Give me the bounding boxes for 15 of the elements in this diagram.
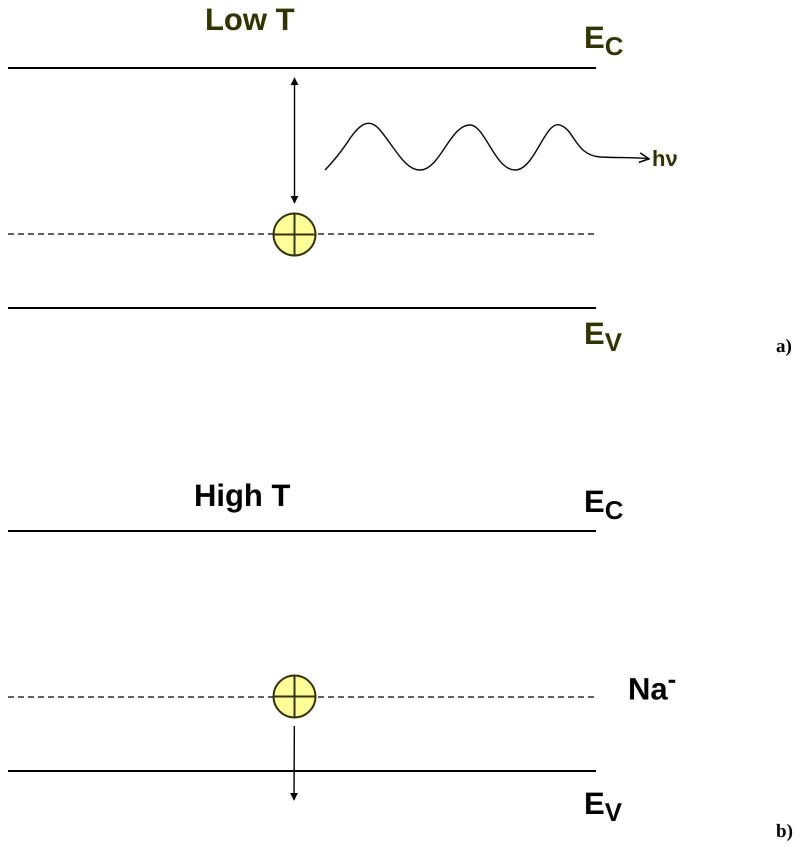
photon-wave-arrow: [324, 122, 650, 171]
band-edge-label: E$_{V}$: [584, 786, 622, 830]
hole-symbol: [272, 674, 317, 719]
arrow: [290, 726, 298, 801]
level-label: Na$^{-}$: [628, 665, 676, 708]
band-edge-label: E$_{V}$: [584, 316, 622, 360]
panel-label: b): [776, 821, 793, 843]
hole-symbol: [272, 212, 317, 257]
band-edge-label: E$_{C}$: [584, 484, 624, 528]
panel-label: a): [776, 336, 792, 358]
band-edge-label: E$_{C}$: [584, 20, 624, 64]
double-arrow: [290, 77, 298, 204]
panel-title: High T: [194, 478, 290, 514]
panel-title: Low T: [205, 2, 295, 38]
photon-label: hν: [652, 146, 678, 172]
